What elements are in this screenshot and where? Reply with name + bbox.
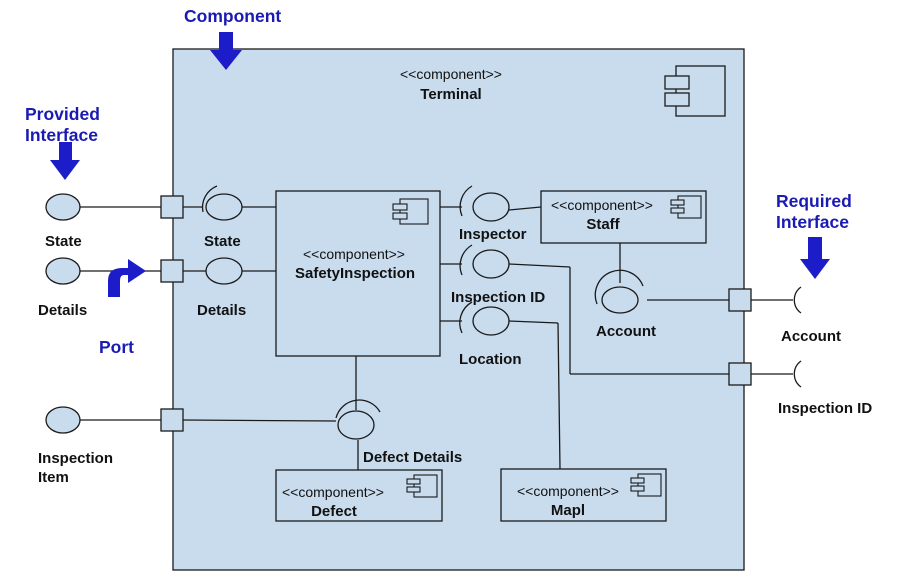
terminal-component-icon [664,65,726,117]
safety-inspection-component-icon [392,198,429,225]
staff-component-icon [670,195,702,219]
map-component-icon [630,473,662,497]
safety-inspection-stereotype: <<component>> [303,246,405,262]
details-outer-ball [45,257,81,285]
component-annotation: Component [184,6,282,26]
inspection-id-inner-label: Inspection ID [451,289,546,306]
staff-name: Staff [586,216,620,233]
details-inner-label: Details [197,302,247,319]
port-annotation: Port [99,337,134,357]
defect-stereotype: <<component>> [282,484,384,500]
inspector-label: Inspector [459,226,527,243]
state-inner-ball [205,193,243,221]
defect-name: Defect [311,503,357,520]
port-arrow-icon [108,259,146,297]
defect-details-ball [337,410,375,440]
defect-component-icon [406,474,438,498]
port-account [728,288,752,312]
port-state [160,195,184,219]
location-label: Location [459,351,522,368]
terminal-stereotype: <<component>> [400,66,502,82]
provided-interface-annotation: Provided Interface [25,104,100,145]
provided-interface-balls [45,192,639,440]
inspector-ball [472,192,510,222]
details-inner-ball [205,257,243,285]
inspection-id-ball [472,249,510,279]
terminal-name: Terminal [420,86,482,103]
details-outer-label: Details [38,302,88,319]
port-inspection-item [160,408,184,432]
inspection-item-label: Inspection Item [38,450,114,486]
safety-inspection-name: SafetyInspection [294,265,416,282]
account-ball [601,286,639,314]
component-icons [392,195,702,498]
ports [160,195,752,432]
defect-details-label: Defect Details [363,449,463,466]
inspection-id-outer-label: Inspection ID [778,400,873,417]
annotation-arrows [50,32,830,297]
account-outer-label: Account [781,328,841,345]
state-outer-label: State [45,233,82,250]
required-interface-annotation: Required Interface [776,191,852,232]
required-interface-arrow-icon [800,237,830,279]
location-ball [472,306,510,336]
state-inner-label: State [204,233,241,250]
provided-interface-arrow-icon [50,142,80,180]
port-details [160,259,184,283]
required-interface-sockets [201,185,802,419]
staff-stereotype: <<component>> [551,197,653,213]
account-inner-label: Account [596,323,656,340]
map-stereotype: <<component>> [517,483,619,499]
component-arrow-icon [210,32,242,70]
inspection-item-ball [45,406,81,434]
port-inspection-id [728,362,752,386]
map-name: Mapl [550,502,586,519]
state-outer-ball [45,193,81,221]
